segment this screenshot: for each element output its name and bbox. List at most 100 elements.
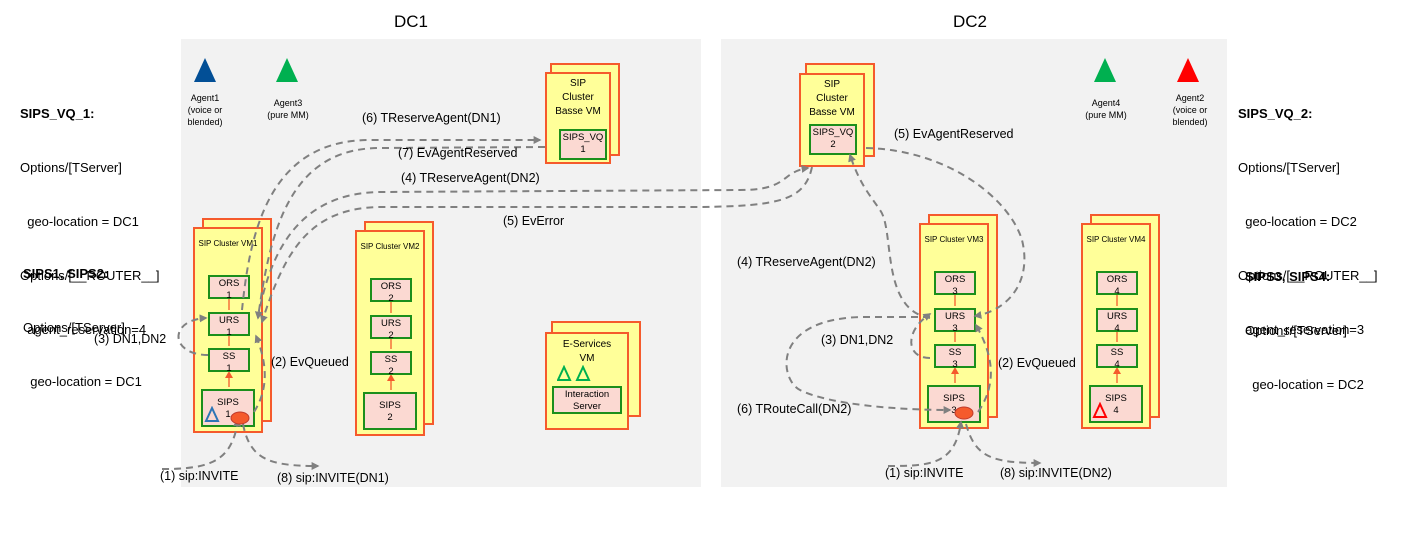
agent3-label: Agent3 (pure MM) xyxy=(263,97,313,121)
note-heading: SIPS_VQ_2: xyxy=(1238,106,1313,121)
component-name: SS xyxy=(948,347,962,358)
component-num: 4 xyxy=(1114,286,1120,297)
agent-desc: (voice or xyxy=(187,105,223,115)
msg-dc2-2: (2) EvQueued xyxy=(998,356,1076,370)
component-num: 3 xyxy=(951,405,957,416)
component-num: 3 xyxy=(952,286,958,297)
vm-label: SIP Cluster VM4 xyxy=(1086,235,1146,244)
agent4-label: Agent4 (pure MM) xyxy=(1081,97,1131,121)
agent-desc: (voice or xyxy=(1172,105,1208,115)
vm-label: SIP Cluster Basse VM xyxy=(547,77,609,119)
note-line: geo-location = DC1 xyxy=(20,214,139,229)
component-num: 3 xyxy=(952,359,958,370)
component-name: Interaction xyxy=(564,389,610,400)
vm-label: E-Services VM xyxy=(547,338,627,366)
component-num: Server xyxy=(573,401,601,412)
component-name: ORS xyxy=(380,281,402,292)
component-num: 1 xyxy=(225,409,231,420)
eservices-vm[interactable]: E-Services VM Interaction Server xyxy=(545,332,629,430)
component-name: ORS xyxy=(218,278,240,289)
component-connectors xyxy=(1113,293,1121,383)
note-line: Options/[__ROUTER__] xyxy=(1238,268,1378,283)
component-name: URS xyxy=(380,318,402,329)
agent-desc: (pure MM) xyxy=(1085,110,1127,120)
agent-name: Agent1 xyxy=(190,93,220,103)
msg-dc2-5: (5) EvAgentReserved xyxy=(894,127,1014,141)
sips-vq-1-component[interactable]: SIPS_VQ 1 xyxy=(559,129,607,160)
note-heading: SIPS1, SIPS2: xyxy=(23,266,109,281)
msg-dc1-6: (6) TReserveAgent(DN1) xyxy=(362,111,501,125)
component-name: SIPS_VQ xyxy=(812,127,854,138)
agent-name: Agent3 xyxy=(273,98,303,108)
component-num: 2 xyxy=(387,412,393,423)
agent-desc: (pure MM) xyxy=(267,110,309,120)
component-num: 1 xyxy=(226,290,232,301)
component-name: ORS xyxy=(944,274,966,285)
component-name: ORS xyxy=(1106,274,1128,285)
component-num: 3 xyxy=(952,323,958,334)
agent-triangles-icon xyxy=(557,365,591,381)
msg-dc1-7: (7) EvAgentReserved xyxy=(398,146,518,160)
vm-label: SIP Cluster VM1 xyxy=(198,239,258,248)
note-line: Options/[TServer] xyxy=(23,320,125,335)
note-line: Options/[TServer] xyxy=(1238,160,1340,175)
vm-label-line: VM xyxy=(579,353,595,364)
msg-dc1-1: (1) sip:INVITE xyxy=(160,469,239,483)
agent-triangle-icon xyxy=(204,406,220,422)
interaction-server-component[interactable]: Interaction Server xyxy=(552,386,622,414)
vm-label-line: Cluster xyxy=(562,92,594,103)
msg-dc1-2: (2) EvQueued xyxy=(271,355,349,369)
agent-triangle-icon xyxy=(1092,402,1108,418)
component-name: SIPS_VQ xyxy=(562,132,604,143)
note-line: geo-location = DC2 xyxy=(1238,214,1357,229)
agent-name: Agent4 xyxy=(1091,98,1121,108)
vm-label-line: SIP xyxy=(569,78,587,89)
note-line: Options/[TServer] xyxy=(1245,323,1347,338)
component-name: SS xyxy=(1110,347,1124,358)
note-sips-3-4: SIPS3, SIPS4: Options/[TServer] geo-loca… xyxy=(1245,232,1364,412)
component-name: SIPS xyxy=(1105,393,1127,404)
agent-name: Agent2 xyxy=(1175,93,1205,103)
vm-label-line: Cluster xyxy=(816,93,848,104)
component-num: 2 xyxy=(388,366,394,377)
component-name: SIPS xyxy=(379,400,401,411)
basse-vm1[interactable]: SIP Cluster Basse VM SIPS_VQ 1 xyxy=(545,72,611,164)
agent-desc: blended) xyxy=(187,117,223,127)
msg-dc2-6: (6) TRouteCall(DN2) xyxy=(737,402,852,416)
note-sips-vq-1: SIPS_VQ_1: Options/[TServer] geo-locatio… xyxy=(20,69,159,357)
vm-label: SIP Cluster Basse VM xyxy=(801,78,863,120)
component-num: 4 xyxy=(1114,359,1120,370)
msg-dc1-5: (5) EvError xyxy=(503,214,565,228)
agent-desc: blended) xyxy=(1172,117,1208,127)
msg-dc1-8: (8) sip:INVITE(DN1) xyxy=(277,471,389,485)
component-name: SIPS xyxy=(943,393,965,404)
sips-vq-2-component[interactable]: SIPS_VQ 2 xyxy=(809,124,857,155)
note-sips-1-2: SIPS1, SIPS2: Options/[TServer] geo-loca… xyxy=(23,229,142,409)
basse-vm2[interactable]: SIP Cluster Basse VM SIPS_VQ 2 xyxy=(799,73,865,167)
note-line: agent_reservation=4 xyxy=(20,322,147,337)
component-name: SIPS xyxy=(217,397,239,408)
agent2-label: Agent2 (voice or blended) xyxy=(1168,92,1212,128)
component-name: URS xyxy=(1106,311,1128,322)
component-num: 4 xyxy=(1113,405,1119,416)
